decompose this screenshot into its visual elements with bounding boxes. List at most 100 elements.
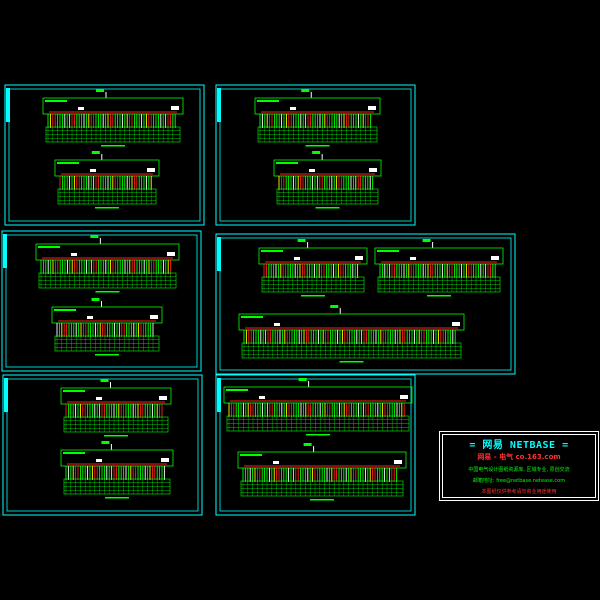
stamp-line-2: 邮箱地址: free@netbase.netease.com: [472, 478, 566, 484]
drawing-sheet-4: [215, 233, 516, 375]
sheet-binding-tab: [217, 378, 221, 412]
diagram-caption: [95, 354, 119, 356]
panel-name-label: [226, 389, 248, 391]
diagram-caption: [95, 207, 119, 209]
panel-diagram-2: [54, 151, 160, 209]
incoming-feeder-label: [91, 151, 100, 154]
sheet-outer-frame: [1, 230, 202, 372]
sheet-outer-frame: [2, 374, 203, 516]
diagram-caption: [339, 361, 364, 363]
incoming-feeder-label: [301, 89, 310, 92]
sheet-inner-frame: [8, 88, 201, 222]
main-switch-symbol: [410, 257, 416, 260]
incoming-feeder-label: [90, 235, 99, 238]
panel-name-label: [54, 309, 76, 311]
stamp-line-1: 中国电气设计图纸资源库, 区域专业, 原创交流: [468, 467, 570, 473]
sheet-layer: [1, 84, 516, 516]
sheet-outer-frame: [4, 84, 205, 226]
main-switch-symbol: [96, 397, 102, 400]
panel-name-label: [257, 100, 279, 102]
incoming-feeder-label: [100, 379, 109, 382]
sheet-inner-frame: [219, 378, 412, 512]
sheet-inner-frame: [219, 88, 412, 222]
panel-name-label: [57, 162, 79, 164]
main-switch-symbol: [71, 253, 77, 256]
sheet-outer-frame: [215, 84, 416, 226]
panel-enclosure: [258, 247, 368, 265]
diagram-caption: [306, 434, 330, 436]
diagram-caption: [105, 497, 129, 499]
panel-diagram-1: [42, 89, 184, 147]
panel-name-label: [63, 390, 85, 392]
drawing-sheet-3: [1, 230, 202, 372]
incoming-feeder-label: [330, 305, 339, 308]
panel-diagram-3: [254, 89, 381, 147]
panel-diagram-8: [374, 239, 504, 297]
panel-diagram-11: [60, 441, 174, 499]
main-switch-symbol: [259, 396, 265, 399]
panel-enclosure: [238, 313, 465, 331]
main-switch-symbol: [290, 107, 296, 110]
incoming-feeder-label: [298, 378, 307, 381]
sheet-binding-tab: [4, 378, 8, 412]
meter-symbol: [147, 168, 155, 172]
sheet-binding-tab: [217, 237, 221, 271]
stamp-title: = 网易 NETBASE =: [469, 440, 569, 451]
diagram-caption: [101, 145, 125, 147]
panel-enclosure: [35, 243, 180, 261]
drawing-sheet-6: [215, 374, 416, 516]
panel-diagram-5: [35, 235, 180, 293]
panel-name-label: [240, 454, 262, 456]
panel-diagram-4: [273, 151, 382, 209]
meter-symbol: [159, 396, 167, 400]
main-switch-symbol: [90, 169, 96, 172]
panel-enclosure: [273, 159, 382, 177]
panel-diagram-7: [258, 239, 368, 297]
meter-symbol: [368, 106, 376, 110]
meter-symbol: [369, 168, 377, 172]
main-switch-symbol: [96, 459, 102, 462]
panel-diagram-12: [223, 378, 413, 436]
meter-symbol: [491, 256, 499, 260]
panel-diagram-13: [237, 443, 407, 501]
panel-name-label: [63, 452, 85, 454]
diagram-caption: [301, 295, 325, 297]
meter-symbol: [355, 256, 363, 260]
panel-enclosure: [374, 247, 504, 265]
panel-name-label: [276, 162, 298, 164]
incoming-feeder-label: [91, 298, 100, 301]
meter-symbol: [452, 322, 460, 326]
meter-symbol: [161, 458, 169, 462]
drawing-sheet-1: [4, 84, 205, 226]
incoming-feeder-label: [96, 89, 104, 92]
panel-enclosure: [54, 159, 160, 177]
main-switch-symbol: [309, 169, 315, 172]
sheet-inner-frame: [6, 378, 199, 512]
title-stamp-inner-border: [442, 434, 596, 498]
sheet-inner-frame: [219, 237, 512, 371]
meter-symbol: [394, 460, 402, 464]
sheet-binding-tab: [3, 234, 7, 268]
diagram-caption: [310, 499, 334, 501]
sheet-inner-frame: [5, 234, 198, 368]
panel-name-label: [261, 250, 283, 252]
drawing-sheet-2: [215, 84, 416, 226]
sheet-outer-frame: [215, 233, 516, 375]
diagram-caption: [305, 145, 330, 147]
sheet-binding-tab: [217, 88, 221, 122]
incoming-feeder-label: [303, 443, 312, 446]
sheet-binding-tab: [6, 88, 10, 122]
meter-symbol: [171, 106, 179, 110]
panel-name-label: [241, 316, 263, 318]
panel-enclosure: [60, 449, 174, 467]
diagram-caption: [427, 295, 451, 297]
incoming-feeder-label: [312, 151, 321, 154]
panel-name-label: [45, 100, 67, 102]
panel-name-label: [38, 246, 60, 248]
diagram-caption: [315, 207, 340, 209]
title-stamp: = 网易 NETBASE = 网易 - 电气 co.163.com 中国电气设计…: [439, 431, 599, 501]
diagram-caption: [95, 291, 120, 293]
panel-diagram-6: [51, 298, 163, 356]
stamp-line-3: 本图纸仅供参考请勿商业用途使用: [481, 489, 557, 495]
